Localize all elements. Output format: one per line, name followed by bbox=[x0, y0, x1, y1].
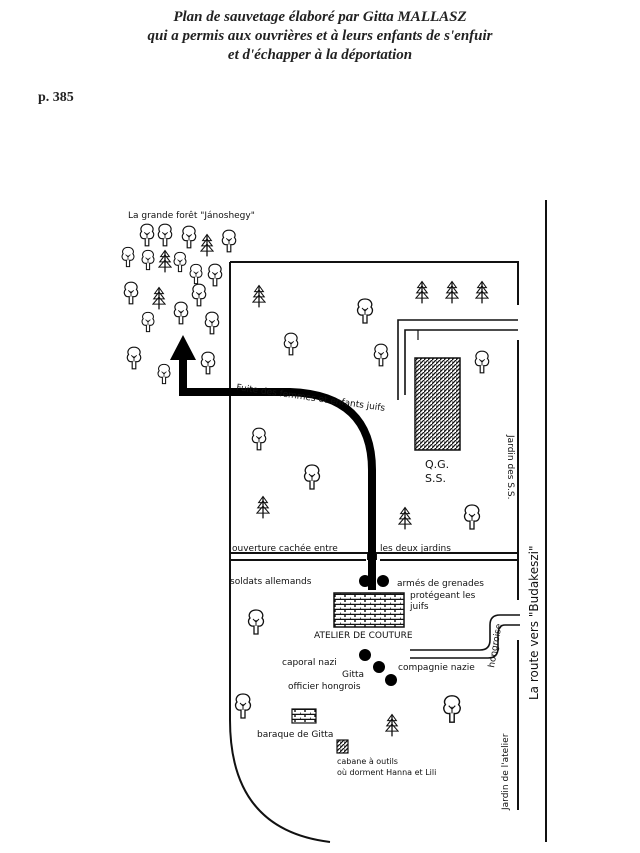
ss-headquarters-building bbox=[414, 357, 461, 451]
grenades-label-1: armés de grenades bbox=[397, 578, 484, 589]
workshop-label: ATELIER DE COUTURE bbox=[314, 631, 413, 641]
forest-label: La grande forêt "Jánoshegy" bbox=[128, 210, 255, 221]
gitta-label: Gitta bbox=[342, 670, 364, 680]
company-label: compagnie nazie bbox=[398, 663, 475, 673]
opening-label-left: ouverture cachée entre bbox=[232, 543, 338, 554]
garden-boundaries bbox=[229, 200, 547, 843]
road-label: La route vers "Budakeszi" bbox=[527, 546, 541, 701]
escape-label: Fuite des femmes et enfants juifs bbox=[236, 383, 386, 414]
opening-label-right: les deux jardins bbox=[380, 544, 451, 554]
soldier-marker bbox=[377, 575, 389, 587]
caption-line-3: et d'échapper à la déportation bbox=[227, 47, 413, 63]
grenades-label-3: juifs bbox=[409, 602, 429, 612]
barrack-label: baraque de Gitta bbox=[257, 730, 333, 740]
corporal-marker bbox=[359, 649, 371, 661]
workshop-garden-label: Jardin de l'atelier bbox=[501, 733, 511, 811]
workshop-building bbox=[333, 592, 405, 628]
officer-marker bbox=[385, 674, 397, 686]
corporal-label: caporal nazi bbox=[282, 658, 337, 668]
escape-route-arrow bbox=[179, 358, 376, 590]
hut-label-2: où dorment Hanna et Lili bbox=[337, 768, 436, 777]
hq-label-1: Q.G. bbox=[425, 458, 449, 471]
caption-line-1: Plan de sauvetage élaboré par Gitta MALL… bbox=[173, 9, 467, 25]
soldiers-label: soldats allemands bbox=[230, 577, 312, 587]
gitta-barrack bbox=[291, 708, 317, 724]
hut-label-1: cabane à outils bbox=[337, 757, 398, 766]
gitta-marker bbox=[373, 661, 385, 673]
hq-label-2: S.S. bbox=[425, 472, 446, 485]
page-reference: p. 385 bbox=[38, 90, 74, 105]
ss-garden-label: Jardin des S.S. bbox=[505, 434, 515, 499]
arrow-head-icon bbox=[170, 335, 196, 360]
officer-label: officier hongrois bbox=[288, 682, 361, 692]
caption-line-2: qui a permis aux ouvrières et à leurs en… bbox=[147, 28, 493, 44]
soldier-marker bbox=[359, 575, 371, 587]
tool-hut bbox=[336, 739, 349, 754]
grenades-label-2: protégeant les bbox=[410, 590, 476, 601]
